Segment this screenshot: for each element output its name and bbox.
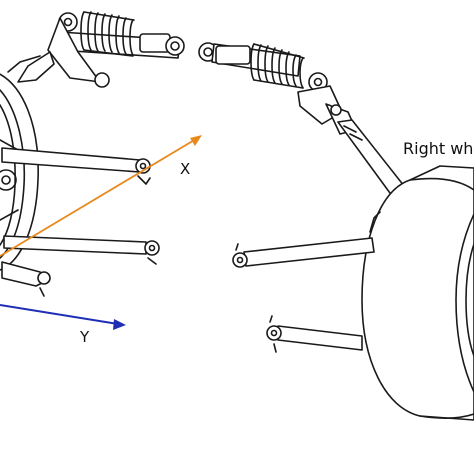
x-axis-arrowhead bbox=[190, 135, 202, 146]
right-lower-link bbox=[266, 315, 363, 353]
coordinate-axes bbox=[0, 135, 202, 330]
right-wheel-label: Right wh bbox=[403, 139, 473, 158]
x-axis-label: X bbox=[180, 160, 190, 178]
left-wheel bbox=[0, 73, 39, 271]
right-strut bbox=[198, 42, 357, 135]
left-spring bbox=[80, 11, 135, 57]
left-lower-arm bbox=[1, 261, 51, 297]
left-lower-link bbox=[3, 235, 160, 265]
right-upper-link bbox=[232, 211, 381, 268]
y-axis-label: Y bbox=[79, 328, 90, 346]
left-strut bbox=[7, 11, 185, 88]
x-axis-arrow bbox=[0, 138, 197, 257]
y-axis-arrow bbox=[0, 304, 119, 325]
right-wheel bbox=[361, 165, 474, 421]
y-axis-arrowhead bbox=[113, 319, 126, 330]
right-spring bbox=[250, 43, 305, 89]
